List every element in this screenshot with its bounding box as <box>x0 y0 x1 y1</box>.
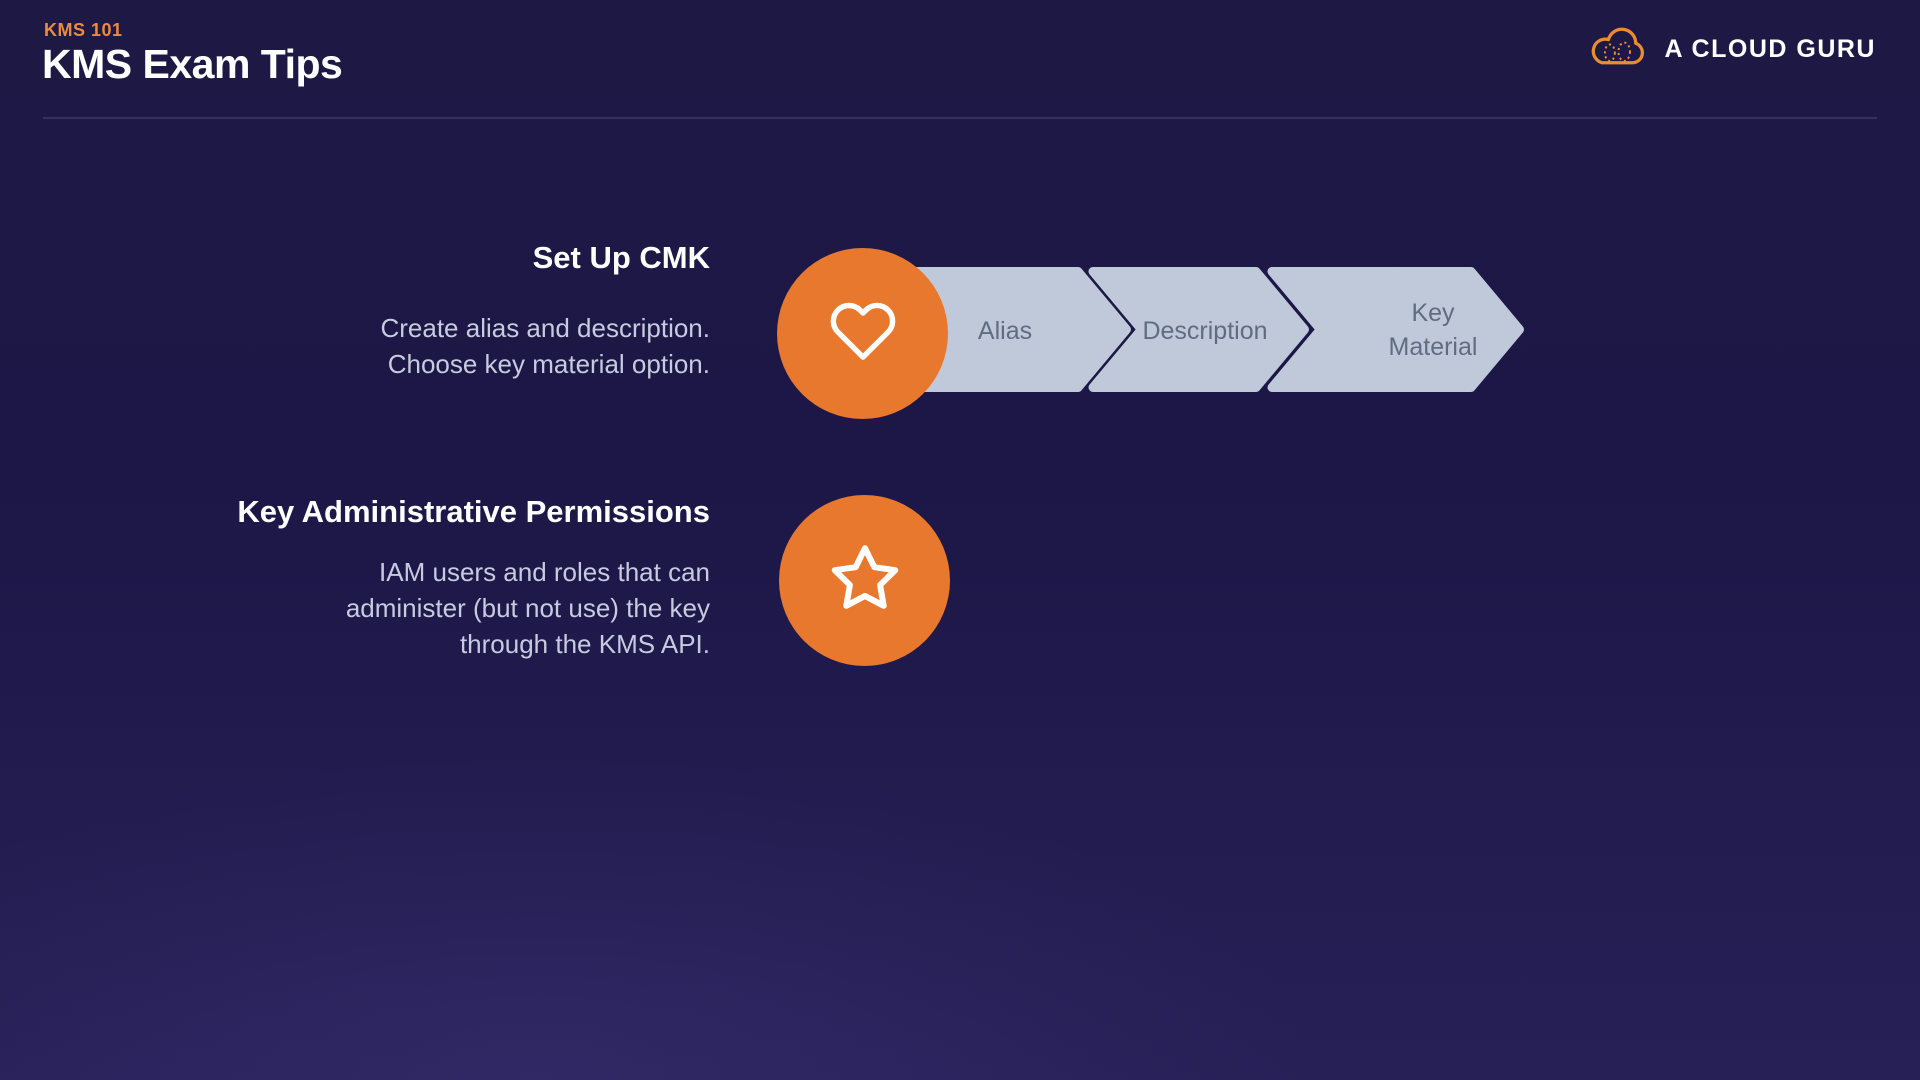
star-icon <box>827 540 903 621</box>
chevron-key-material-shape <box>1267 267 1524 392</box>
section-body: IAM users and roles that can administer … <box>345 557 710 659</box>
step-label-key-material: Key Material <box>1388 299 1478 361</box>
process-chevrons <box>905 267 1524 392</box>
slide-title: KMS Exam Tips <box>42 41 343 87</box>
header-divider <box>43 117 1877 119</box>
section-set-up-cmk: Set Up CMK Create alias and description.… <box>160 238 710 382</box>
acg-logo-text: A CLOUD GURU <box>1664 34 1876 63</box>
section-key-admin-permissions: Key Administrative Permissions IAM users… <box>160 492 710 662</box>
acg-logo: A CLOUD GURU <box>1587 22 1876 76</box>
section-heading: Key Administrative Permissions <box>237 494 710 529</box>
cloud-icon <box>1587 25 1649 74</box>
chevron-description-shape <box>1088 267 1309 392</box>
step-label-description: Description <box>1142 317 1268 345</box>
heart-icon <box>829 297 897 370</box>
section-body: Create alias and description. Choose key… <box>380 313 710 379</box>
star-badge <box>779 495 950 666</box>
course-kicker: KMS 101 <box>44 20 123 40</box>
heart-badge <box>777 248 948 419</box>
section-heading: Set Up CMK <box>532 240 710 275</box>
step-label-alias: Alias <box>977 317 1033 345</box>
